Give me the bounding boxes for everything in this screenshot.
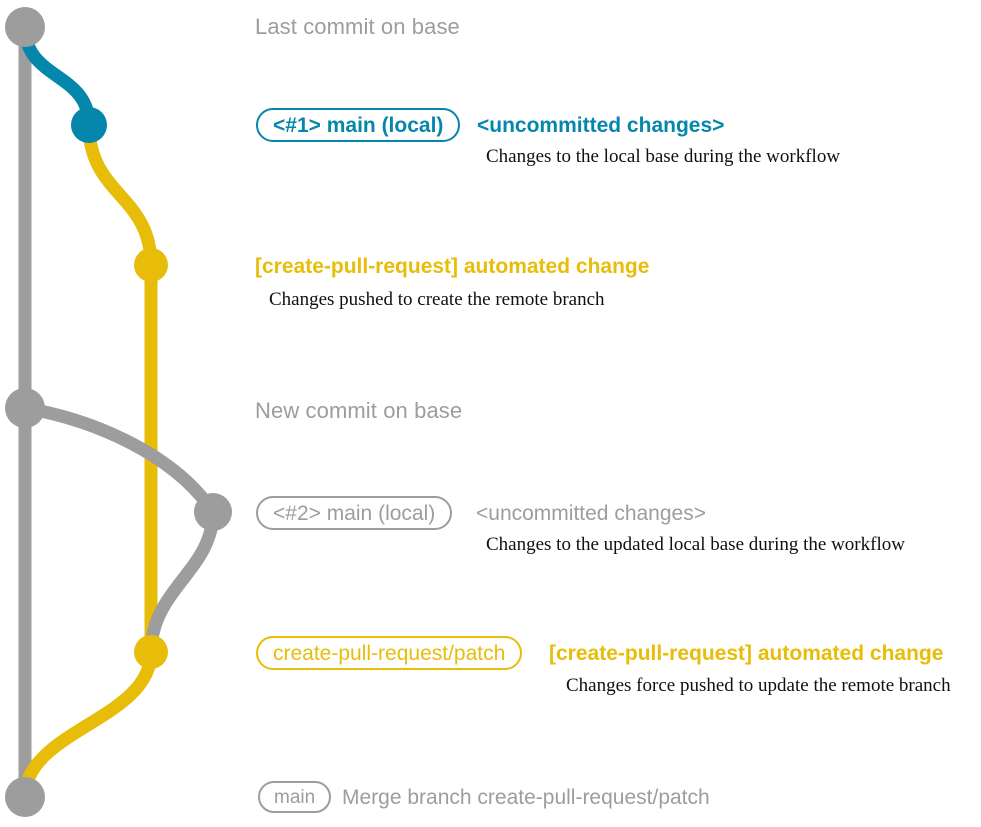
section-title-new-commit-on-base: New commit on base <box>255 398 463 423</box>
ref-pill-main-local-2[interactable]: <#2> main (local) <box>256 496 453 530</box>
edge-base-new-to-local-2 <box>18 401 220 519</box>
edge-automated-2-to-merge <box>18 645 158 804</box>
commit-note-local-2: Changes to the updated local base during… <box>486 534 905 555</box>
commit-message-local-1: <uncommitted changes> <box>477 114 725 137</box>
section-title-last-commit-on-base: Last commit on base <box>255 14 460 39</box>
node-base-new[interactable] <box>5 388 45 428</box>
ref-pill-main[interactable]: main <box>258 781 332 813</box>
node-local-1[interactable] <box>71 107 107 143</box>
node-base-top[interactable] <box>5 7 45 47</box>
node-merge[interactable] <box>5 777 45 817</box>
commit-message-automated-2: [create-pull-request] automated change <box>549 642 944 665</box>
edge-local-2-to-automated-2 <box>144 505 220 659</box>
node-automated-2[interactable] <box>134 635 168 669</box>
commit-message-automated-1: [create-pull-request] automated change <box>255 255 650 278</box>
commit-message-local-2: <uncommitted changes> <box>476 502 706 525</box>
ref-pill-create-pull-request-patch[interactable]: create-pull-request/patch <box>256 636 523 670</box>
commit-note-local-1: Changes to the local base during the wor… <box>486 146 841 167</box>
commit-note-automated-1: Changes pushed to create the remote bran… <box>269 289 605 310</box>
node-local-2[interactable] <box>194 493 232 531</box>
commit-note-automated-2: Changes force pushed to update the remot… <box>566 675 951 696</box>
ref-pill-main-local-1[interactable]: <#1> main (local) <box>256 108 461 142</box>
edge-local-1-to-automated-1 <box>82 118 158 272</box>
commit-message-merge: Merge branch create-pull-request/patch <box>342 786 710 809</box>
node-automated-1[interactable] <box>134 248 168 282</box>
